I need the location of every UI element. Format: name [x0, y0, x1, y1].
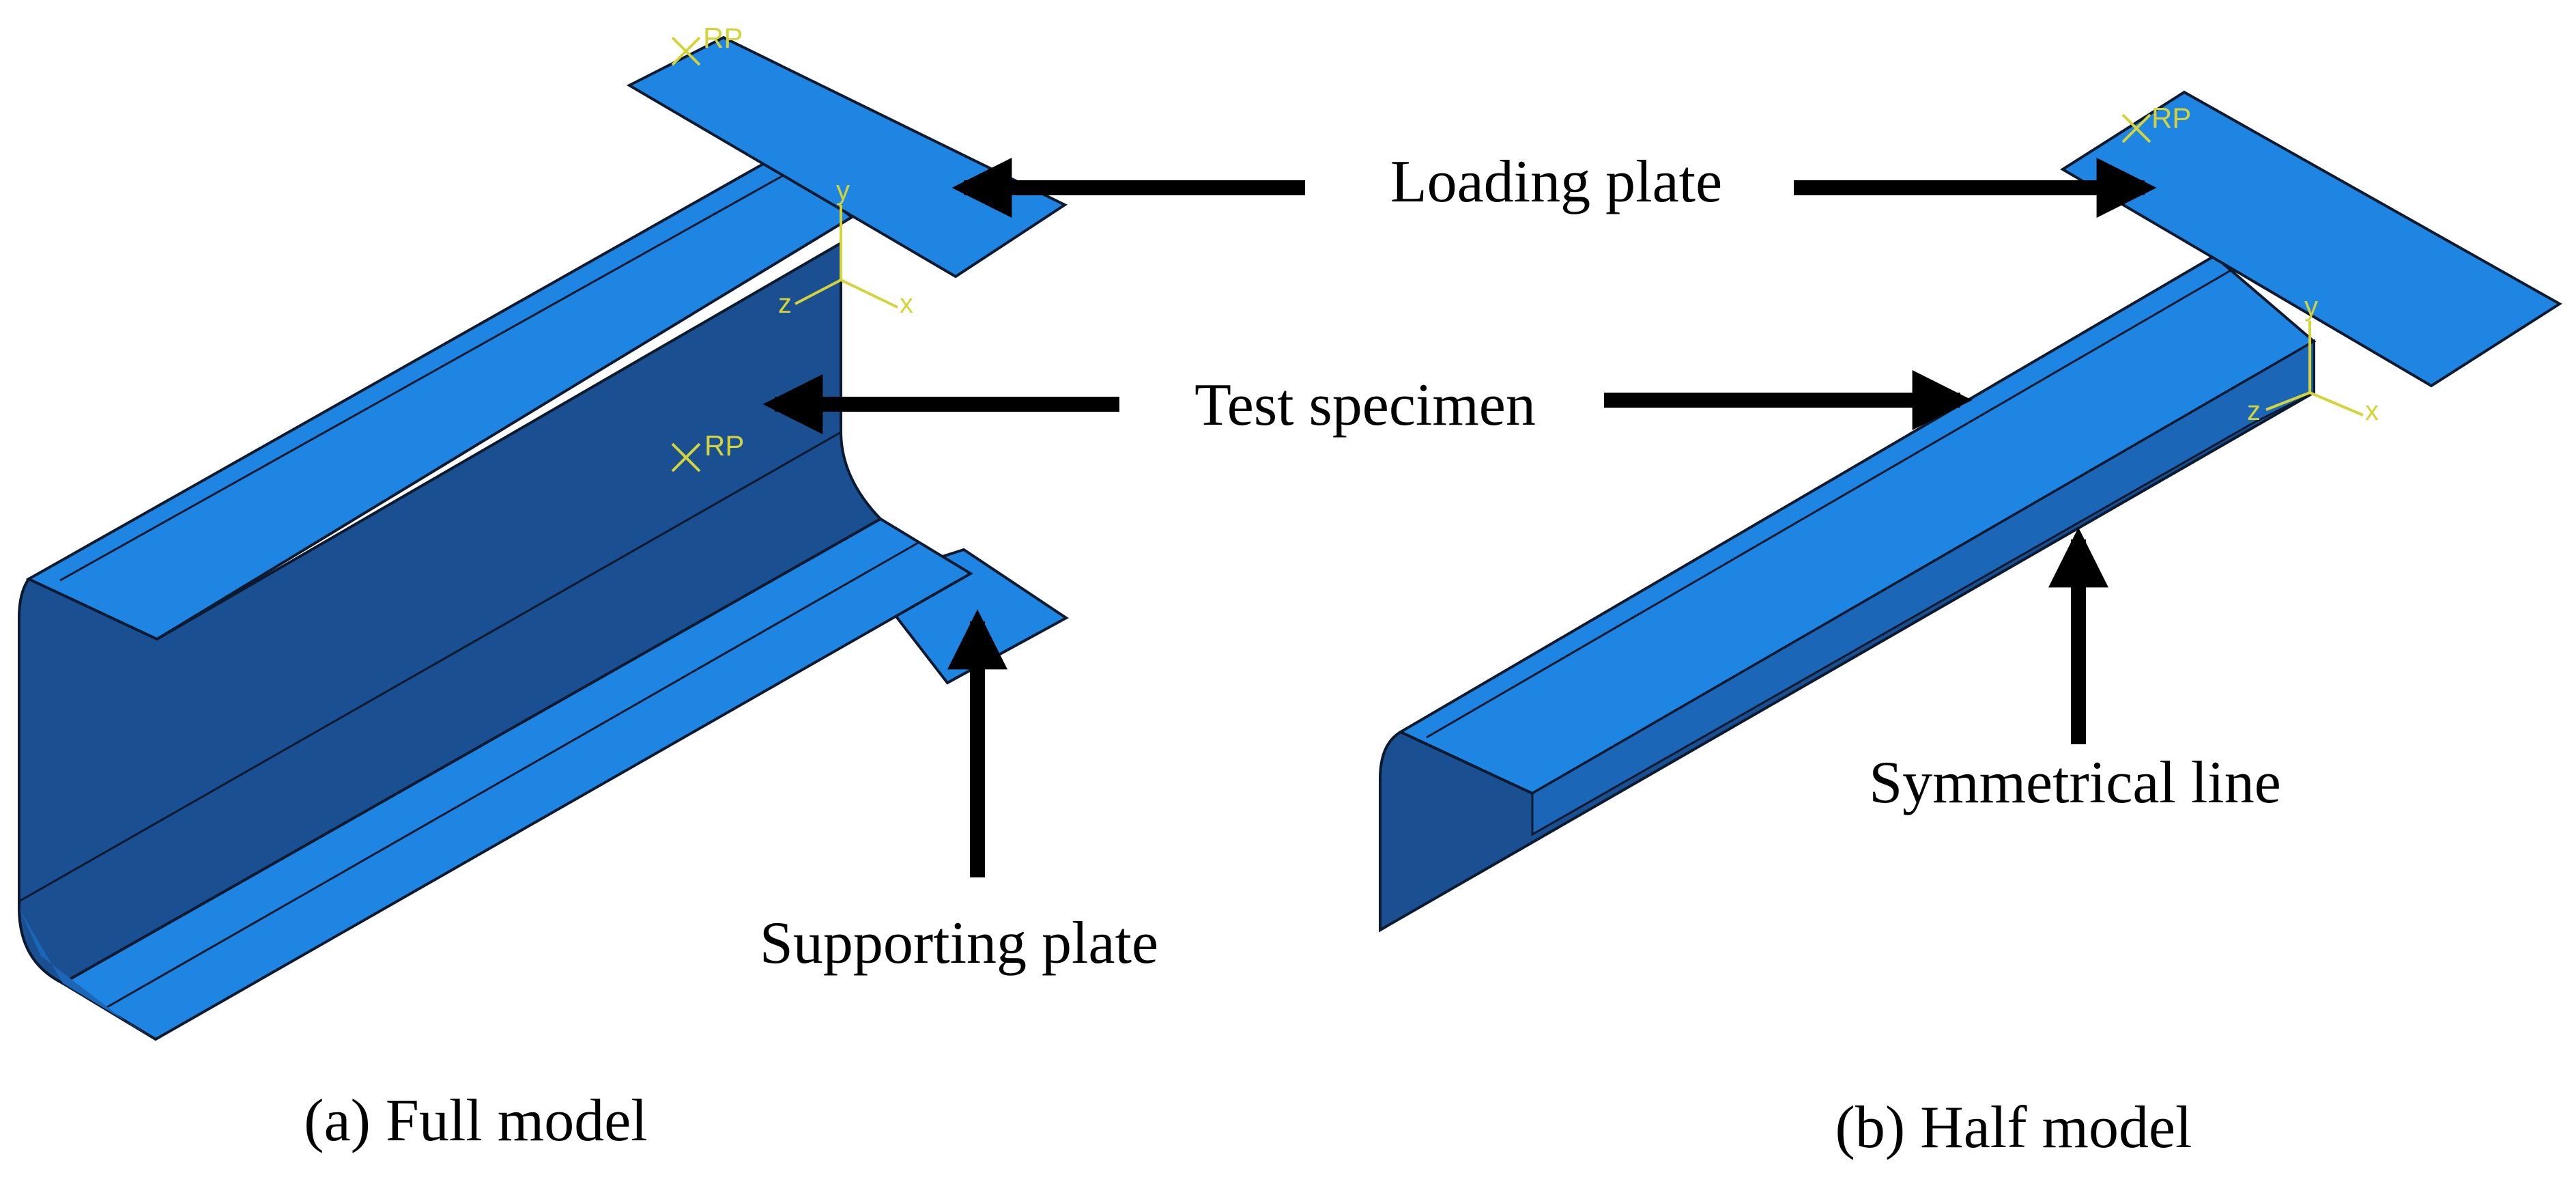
reference-point-icon [671, 36, 701, 66]
half-model: RP y x z [1379, 90, 2562, 933]
specimen-flange-fold-line [59, 169, 792, 582]
rp-label-mid: RP [704, 429, 744, 462]
rp-label-half: RP [2151, 102, 2191, 134]
full-model: RP RP y x z [18, 22, 1069, 1041]
half-specimen-top-flange [1397, 254, 2317, 795]
specimen-web-bend-line [18, 431, 842, 903]
axis-triad-icon [795, 205, 898, 309]
label-test-specimen: Test specimen [1194, 372, 1536, 438]
rp-label-top: RP [703, 22, 743, 54]
arrow-icon [762, 158, 2157, 877]
half-web-lower [1531, 339, 2315, 836]
axis-z-label: z [778, 289, 792, 319]
loading-plate-shape-b [2060, 90, 2562, 388]
label-supporting-plate: Supporting plate [760, 910, 1158, 976]
label-symmetrical-line: Symmetrical line [1869, 750, 2281, 816]
half-flange-fold-line [1426, 268, 2233, 739]
reference-point-icon [671, 442, 701, 473]
axis-x-label: x [900, 289, 913, 319]
axis-y-label-half: y [2304, 292, 2318, 322]
axis-x-label-half: x [2365, 396, 2379, 426]
axis-y-label: y [836, 175, 850, 206]
caption-full-model: (a) Full model [304, 1088, 647, 1154]
axis-triad-icon [2265, 321, 2364, 417]
axis-z-label-half: z [2247, 396, 2261, 426]
specimen-bottom-fold-line [105, 541, 919, 1009]
reference-point-icon [2121, 113, 2151, 143]
caption-half-model: (b) Half model [1835, 1095, 2192, 1161]
specimen-web [18, 240, 883, 985]
label-loading-plate: Loading plate [1390, 149, 1722, 215]
